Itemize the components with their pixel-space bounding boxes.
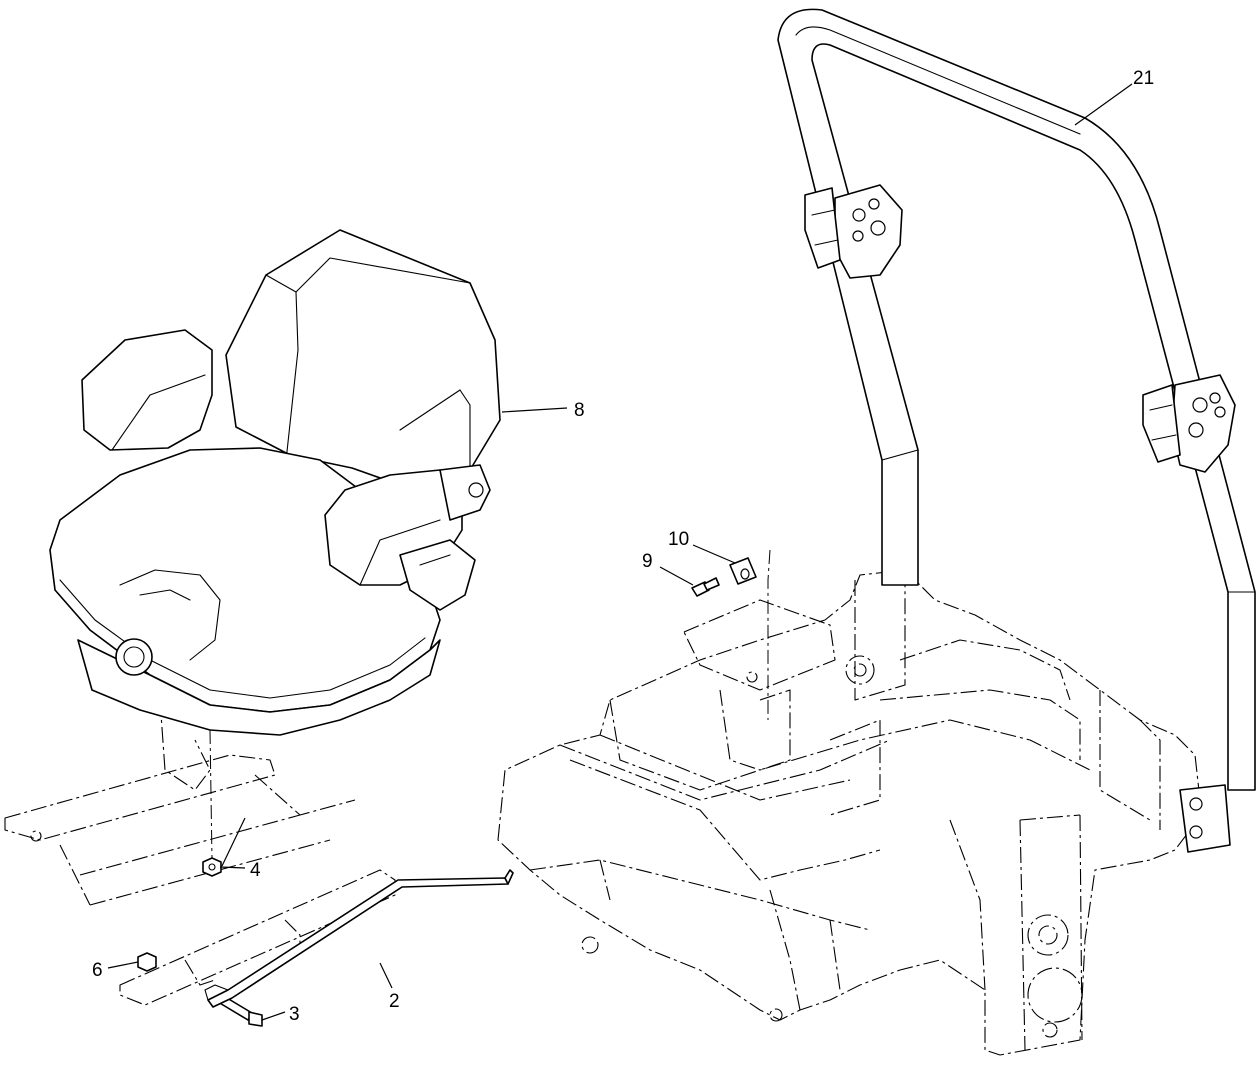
callout-3: 3: [289, 1004, 300, 1025]
seat-armrest-left: [81, 329, 213, 451]
leader-21: [1074, 83, 1133, 126]
leader-4-link: [219, 866, 246, 869]
seat-bolt-centerline: [209, 729, 213, 861]
callout-6: 6: [92, 960, 103, 981]
callout-10: 10: [668, 529, 689, 550]
leader-9: [659, 566, 694, 586]
rollbar-mount-centerline: [767, 549, 771, 720]
roll-bar-assembly: [777, 8, 1256, 853]
lower-clamp-right: [1142, 384, 1181, 463]
callout-8: 8: [574, 400, 585, 421]
leader-6: [107, 961, 139, 969]
seat-adjust-knob: [115, 638, 153, 676]
callout-21: 21: [1133, 68, 1154, 89]
callout-9: 9: [642, 551, 653, 572]
seat-base: [77, 639, 441, 736]
leader-10: [692, 544, 736, 564]
bolt-part-3: [217, 994, 263, 1027]
mower-frame: [497, 569, 1201, 1056]
rod-part-2: [204, 869, 514, 1008]
lower-pivot-plate-right: [1171, 374, 1236, 473]
bolt-part-9: [691, 577, 720, 597]
roll-bar-mount-plate: [1179, 784, 1231, 853]
nut-part-4: [202, 857, 222, 877]
seat-backrest: [225, 229, 501, 486]
seat-assembly: [49, 229, 501, 736]
spacer-part-10: [729, 557, 757, 585]
leader-4: [221, 817, 246, 867]
upper-clamp-left: [804, 187, 841, 269]
nut-part-6: [137, 952, 157, 972]
leader-3: [261, 1011, 286, 1021]
callout-2: 2: [389, 991, 400, 1012]
seat-slide-bracket: [399, 539, 476, 611]
leader-2: [379, 962, 393, 989]
upper-pivot-plate-left: [834, 184, 903, 279]
seat-hinge-bracket: [439, 464, 491, 521]
callout-4: 4: [250, 860, 261, 881]
seat-mount-rails: [4, 699, 396, 1006]
leader-8: [501, 407, 568, 413]
